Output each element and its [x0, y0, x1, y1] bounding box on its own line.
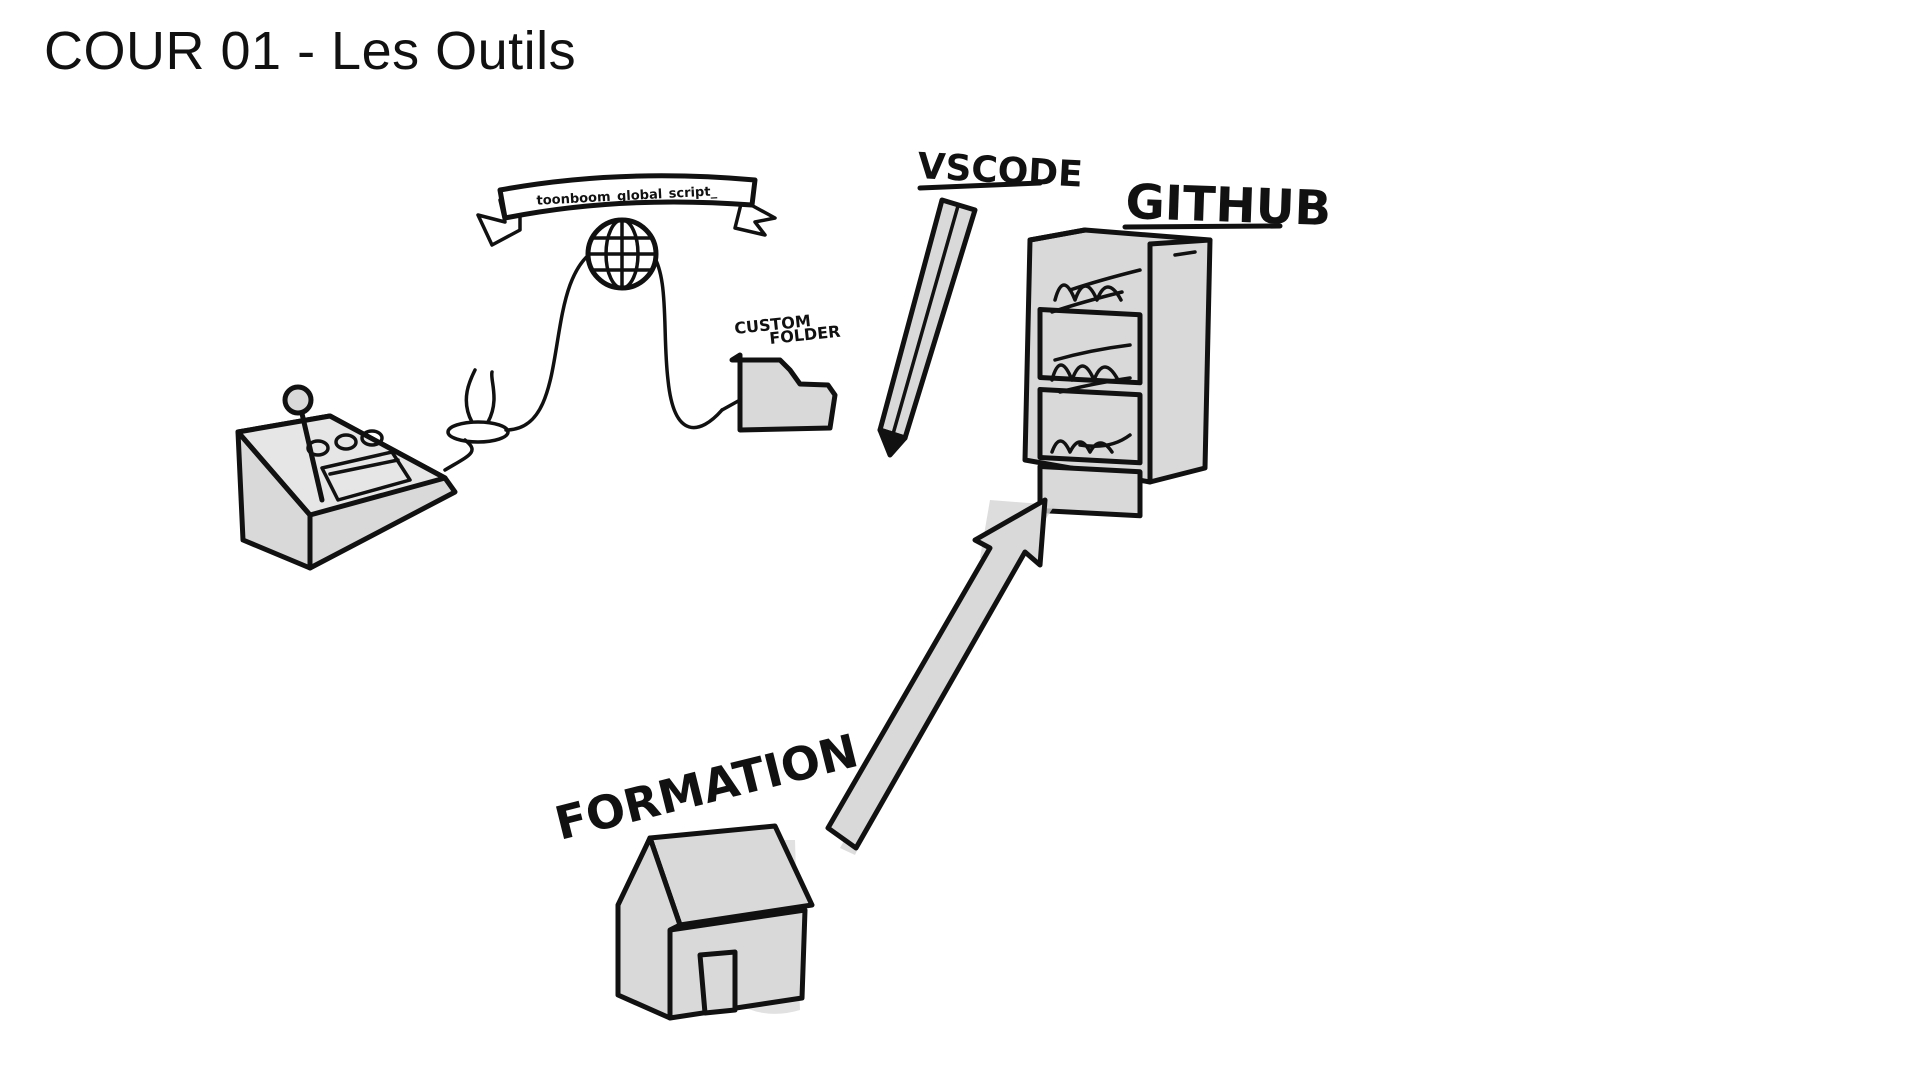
page-title: COUR 01 - Les Outils	[44, 21, 577, 81]
cable-icon	[443, 245, 724, 472]
banner-ribbon: toonboom_global_script_	[476, 173, 777, 247]
server-cabinet-icon: GITHUB	[1022, 174, 1332, 519]
folder-icon: CUSTOM FOLDER	[720, 311, 841, 433]
toonboom-console-icon	[235, 384, 458, 571]
house-icon: FORMATION	[550, 723, 863, 1021]
globe-icon	[585, 217, 659, 291]
pencil-icon: VSCODE	[877, 146, 1084, 458]
arrow-icon	[825, 497, 1055, 855]
